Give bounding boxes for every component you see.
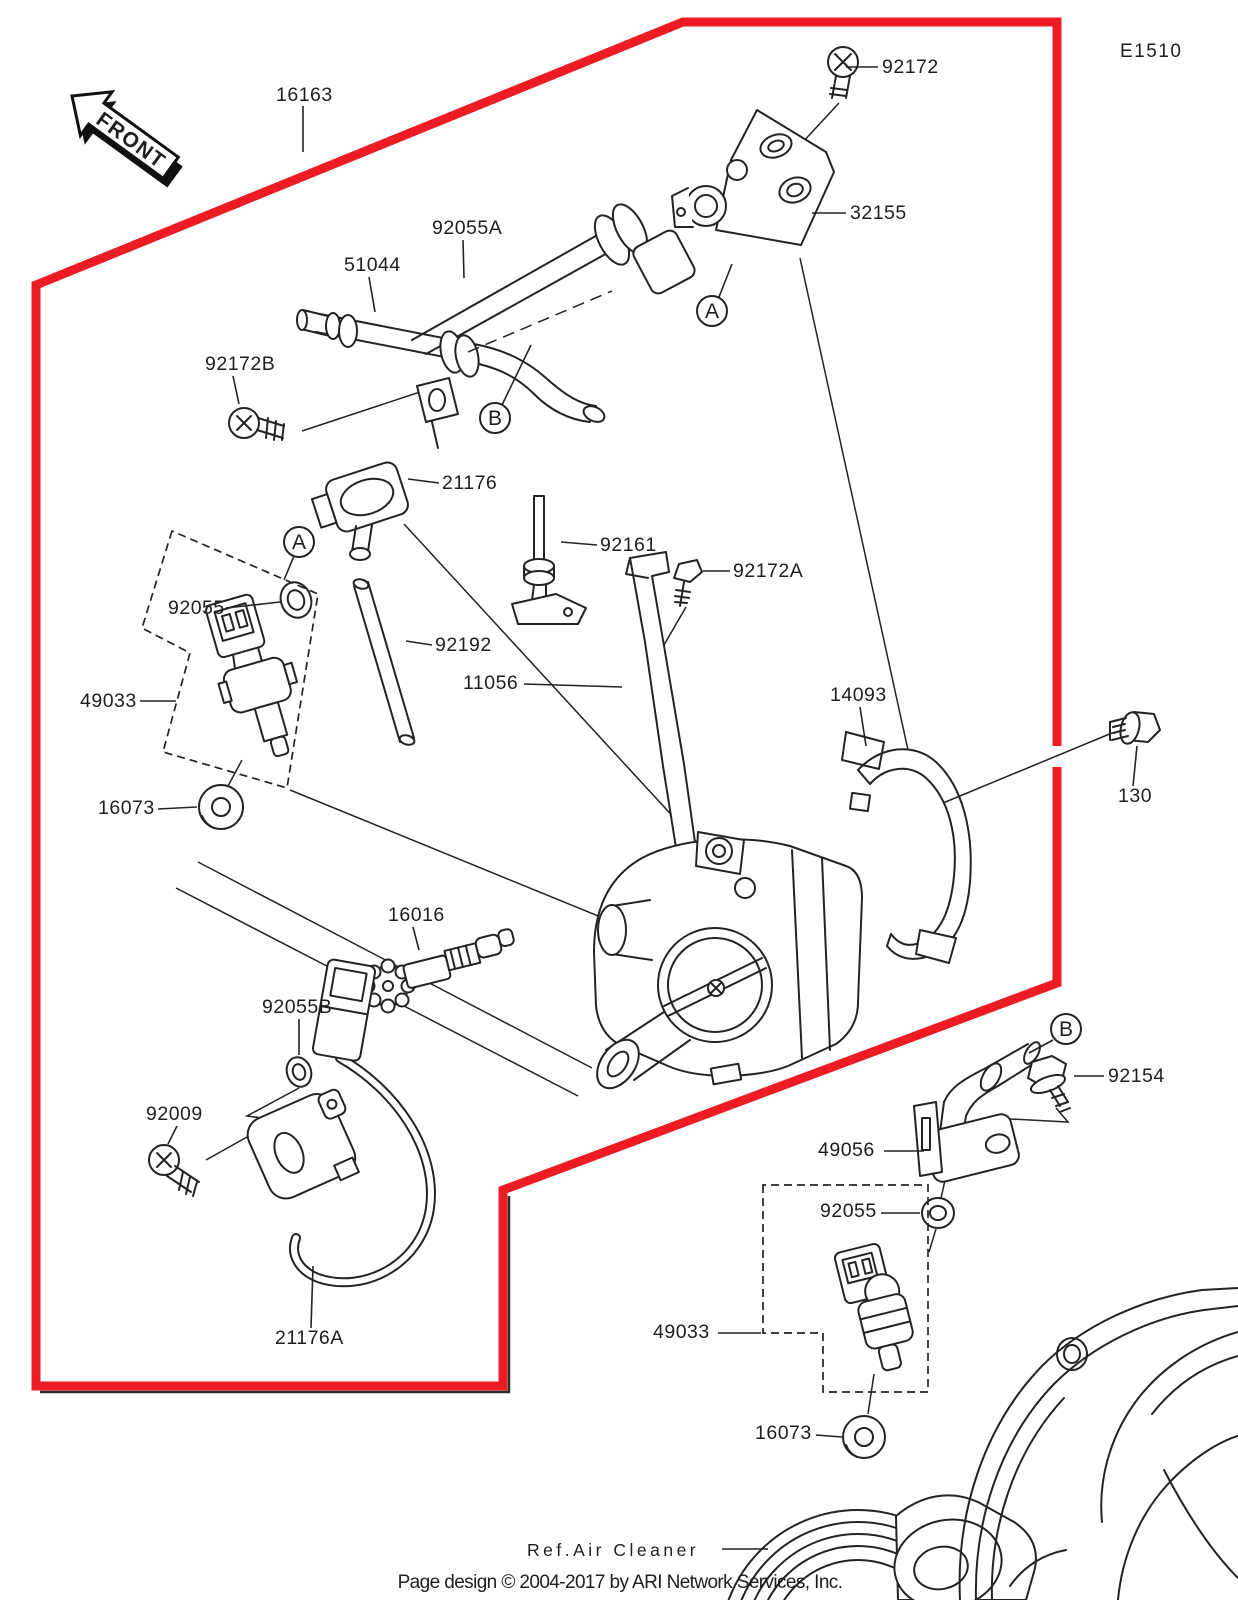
part-label: 14093: [830, 684, 887, 706]
part-art-92172B: [228, 407, 285, 441]
diagram-code: E1510: [1120, 41, 1182, 62]
part-art-21176-92192: [310, 461, 416, 746]
leader-line: [1028, 1039, 1054, 1054]
leader-line: [859, 706, 867, 747]
part-art-11056: [625, 551, 703, 899]
leader-line: [523, 683, 623, 688]
part-label: 21176A: [275, 1327, 344, 1349]
part-label: 11056: [463, 672, 518, 694]
part-label: 16073: [755, 1422, 812, 1444]
callout-A: A: [696, 295, 728, 327]
leader-line: [407, 478, 440, 484]
svg-text:A: A: [292, 531, 306, 554]
leader-line: [815, 1434, 843, 1438]
callout-A: A: [283, 526, 315, 558]
position-lines: [175, 102, 1113, 1415]
leader-line: [368, 276, 376, 313]
part-art-92009: [148, 1144, 200, 1197]
svg-text:B: B: [488, 407, 502, 430]
callouts-layer: A B A B: [283, 263, 1082, 1054]
leader-line: [462, 239, 465, 279]
part-art-air-cleaner: [727, 1287, 1238, 1600]
boundary-gap: [1049, 746, 1066, 767]
leader-line: [560, 541, 598, 546]
part-art-92161: [511, 495, 587, 625]
dashed-box-bottom: [762, 1184, 929, 1393]
part-label: 92172B: [205, 353, 275, 375]
part-art-16016: [360, 928, 515, 1014]
leader-line: [412, 926, 420, 951]
part-label: 21176: [442, 472, 497, 494]
leader-line: [310, 1265, 314, 1329]
front-arrow-icon: FRONT: [70, 89, 183, 188]
svg-text:A: A: [705, 300, 719, 323]
part-art-92172A: [673, 559, 703, 607]
part-label: 49056: [818, 1139, 875, 1161]
part-art-fuel-pipe: [296, 203, 696, 449]
leader-line: [167, 1125, 178, 1145]
part-label: 92161: [600, 534, 657, 556]
part-label: 92172A: [733, 560, 803, 582]
callout-B: B: [479, 402, 511, 434]
leader-line: [225, 601, 281, 609]
part-art-throttle-body: [593, 831, 863, 1090]
leader-line: [232, 375, 240, 405]
part-label: 51044: [344, 254, 401, 276]
leader-line: [283, 555, 295, 581]
part-label: 92172: [882, 56, 939, 78]
part-art-49033-left: [140, 529, 319, 830]
part-label: 92009: [146, 1103, 203, 1125]
part-label: 16163: [276, 84, 333, 106]
callout-B: B: [1050, 1013, 1082, 1045]
part-art-14093: [841, 731, 972, 964]
leader-line: [1132, 745, 1138, 787]
part-label: 32155: [850, 202, 907, 224]
part-label: 49033: [653, 1321, 710, 1343]
part-label: 92154: [1108, 1065, 1165, 1087]
part-label: 130: [1118, 785, 1152, 807]
part-label: 92055B: [262, 996, 332, 1018]
leader-line: [718, 263, 733, 298]
part-art-32155-92172: [671, 46, 859, 246]
leader-line: [157, 806, 198, 810]
leader-line: [405, 640, 433, 646]
highlight-boundary: [31, 17, 1066, 1394]
part-labels-layer: 16163921723215592055A5104492172B21176921…: [80, 56, 1165, 1550]
svg-text:B: B: [1059, 1018, 1073, 1041]
line-artwork: [140, 46, 1238, 1600]
part-art-130: [1109, 711, 1161, 745]
dashed-box-left: [140, 529, 319, 790]
part-label: 92055A: [432, 217, 502, 239]
part-art-49056-92154: [913, 1041, 1071, 1183]
part-art-21176A: [246, 958, 436, 1288]
part-label: 92055: [820, 1200, 877, 1222]
copyright-note: Page design © 2004-2017 by ARI Network S…: [398, 1572, 843, 1593]
part-label: 92055: [168, 597, 225, 619]
part-label: 16016: [388, 904, 445, 926]
part-label: 92192: [435, 634, 492, 656]
part-label: 16073: [98, 797, 155, 819]
part-art-49033-bottom: [762, 1184, 955, 1459]
leader-line: [501, 344, 532, 406]
part-label: 49033: [80, 690, 137, 712]
ref-air-cleaner-label: Ref.Air Cleaner: [527, 1540, 699, 1560]
